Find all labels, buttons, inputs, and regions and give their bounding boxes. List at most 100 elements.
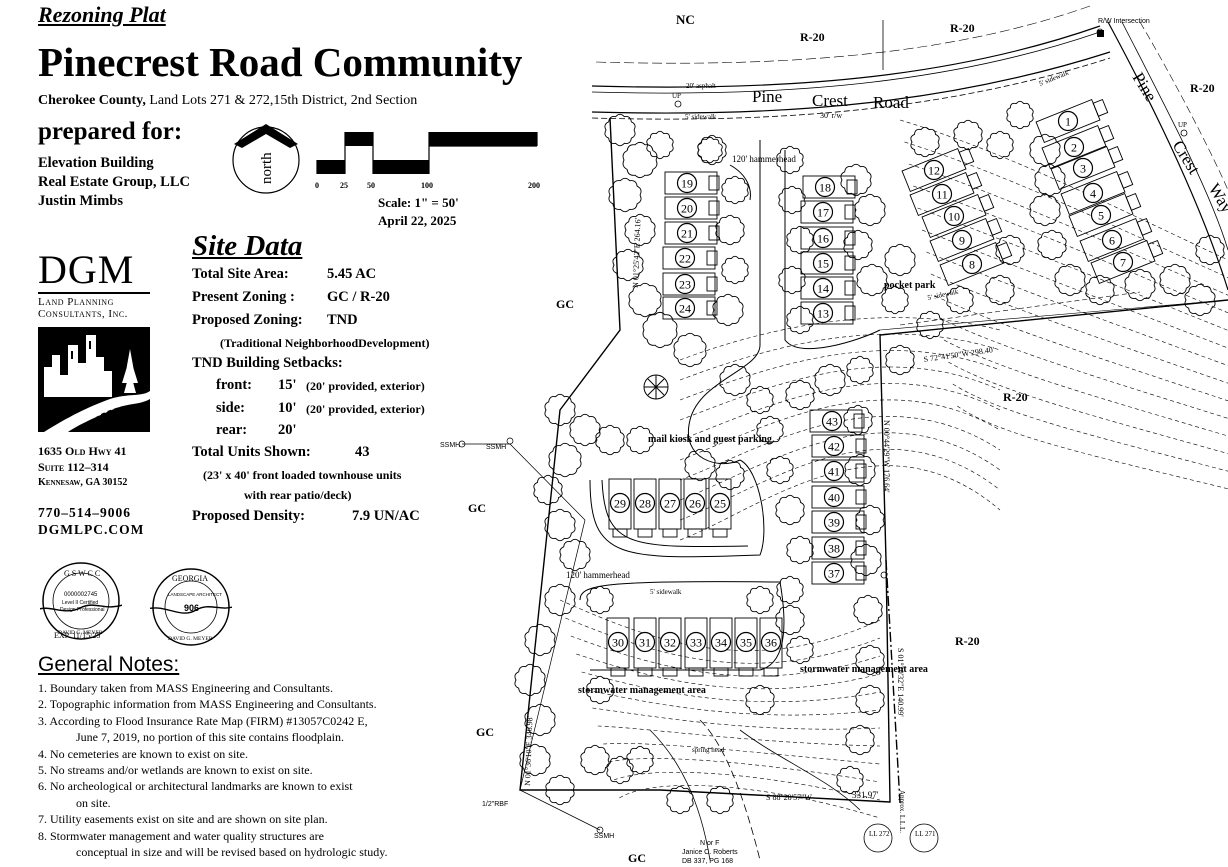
lot-marker-circle xyxy=(674,297,696,319)
tree-icon xyxy=(606,755,634,785)
patio xyxy=(844,230,856,246)
lot-marker-circle xyxy=(676,172,698,194)
contour-line xyxy=(904,141,1228,278)
seal-text: LANDSCAPE ARCHITECT xyxy=(168,592,222,597)
lot-number: 32 xyxy=(664,636,676,650)
tree-icon xyxy=(745,684,775,716)
patio xyxy=(844,280,856,296)
scale-bar-icon: 0 25 50 100 200 xyxy=(315,132,540,190)
zone-label-r20: R-20 xyxy=(1003,390,1028,404)
lot-marker-circle xyxy=(676,222,698,244)
townhouse-unit xyxy=(664,196,718,220)
tree-icon xyxy=(986,130,1014,160)
seal-expiration: EXP. 11/15/25 xyxy=(54,631,101,640)
patio xyxy=(996,241,1013,260)
adjacent-owner-label: DB 337, PG 168 xyxy=(682,858,733,865)
site-area-value: 5.45 AC xyxy=(327,266,377,282)
tree-icon xyxy=(953,119,983,151)
stream-lines xyxy=(649,719,861,861)
firm-initials: DGM xyxy=(38,247,135,292)
boundary-bearing: S 88°28'57"W xyxy=(766,793,812,802)
tree-icon xyxy=(612,248,644,282)
lot-number: 30 xyxy=(612,636,624,650)
contour-line xyxy=(619,785,881,819)
contour-line xyxy=(581,671,881,703)
tree-icon xyxy=(622,141,658,179)
tree-icon xyxy=(642,311,678,349)
address-line: Kennesaw, GA 30152 xyxy=(38,477,128,488)
lot-number: 8 xyxy=(969,258,975,272)
zone-label-r20: R-20 xyxy=(1190,81,1215,95)
tree-icon xyxy=(544,583,576,617)
firm-name: Land Planning Consultants, Inc. xyxy=(38,296,156,320)
lot-number: 12 xyxy=(928,164,940,178)
lot-marker-circle xyxy=(812,227,834,249)
land-lot-label: LL 272 xyxy=(869,830,890,838)
note-item: on site. xyxy=(76,795,111,810)
internal-street xyxy=(579,140,1228,671)
front-setback-note: (20' provided, exterior) xyxy=(306,379,425,393)
scale-text: Scale: 1" = 50' xyxy=(378,195,459,210)
tree-icon xyxy=(586,585,614,615)
pine-crest-road xyxy=(591,5,1111,120)
tree-icon xyxy=(1195,234,1225,266)
lot-number: 37 xyxy=(828,567,840,581)
seal-text: Design Professional xyxy=(60,607,104,613)
firm-phone: 770–514–9006 xyxy=(38,505,131,520)
patio xyxy=(1117,170,1134,189)
document-type: Rezoning Plat xyxy=(38,2,166,27)
lot-number: 2 xyxy=(1071,141,1077,155)
lot-marker-circle xyxy=(1101,229,1123,251)
contour-line xyxy=(948,361,1228,454)
tree-icon xyxy=(626,745,654,775)
patio xyxy=(958,147,975,166)
lot-marker-circle xyxy=(823,460,845,482)
tree-icon xyxy=(706,785,734,815)
tree-icon xyxy=(1054,263,1086,297)
tree-icon xyxy=(715,459,745,491)
tree-icon xyxy=(712,293,744,327)
general-notes-title: General Notes: xyxy=(38,653,180,676)
contour-line xyxy=(921,229,1228,349)
lot-number: 23 xyxy=(679,278,691,292)
townhouse-buildings xyxy=(606,98,1164,677)
boundary-bearing: N 01°36'10"E 346.98' xyxy=(523,715,534,786)
lot-marker-circle xyxy=(674,273,696,295)
tree-icon xyxy=(786,535,814,565)
lot-number: 1 xyxy=(1065,115,1071,129)
sidewalk-label: 5' sidewalk xyxy=(685,113,717,121)
townhouse-unit xyxy=(800,301,854,325)
tree-icon xyxy=(719,363,751,397)
tree-icon xyxy=(1085,274,1115,306)
boundary-distance: 331.97' xyxy=(852,790,879,800)
patio xyxy=(610,667,626,677)
patio xyxy=(708,225,720,241)
contour-line xyxy=(908,163,1228,296)
lot-number: 15 xyxy=(817,257,829,271)
tree-icon xyxy=(1029,193,1061,227)
lot-marker-circle xyxy=(814,176,836,198)
rw-intersection-label: R/W Intersection xyxy=(1098,18,1150,25)
lot-marker-circle xyxy=(1112,251,1134,273)
scale-tick: 25 xyxy=(340,181,348,190)
townhouse-unit xyxy=(811,561,865,585)
boundary-bearing: N 01°25'42"E 264.16' xyxy=(631,217,642,288)
ssmh-label: SSMH xyxy=(594,833,614,840)
tree-icon xyxy=(595,424,625,456)
patio xyxy=(1147,239,1164,258)
road-name-word: Way xyxy=(1205,180,1228,217)
lot-marker-circle xyxy=(1063,136,1085,158)
tree-icon xyxy=(524,623,556,657)
boundary-bearing: N 00°44'29"W 176.64' xyxy=(882,420,891,493)
firm-name-line: Land Planning xyxy=(38,296,114,308)
patio xyxy=(1098,124,1115,143)
present-zoning-label: Present Zoning : xyxy=(192,289,295,305)
patio xyxy=(662,667,678,677)
lot-number: 16 xyxy=(817,232,829,246)
note-item: 3. According to Flood Insurance Rate Map… xyxy=(38,713,368,728)
tree-icon xyxy=(776,575,804,605)
side-setback-label: side: xyxy=(216,400,245,416)
lot-marker-circle xyxy=(823,511,845,533)
townhouse-unit xyxy=(664,221,718,245)
setbacks-label: TND Building Setbacks: xyxy=(192,355,343,371)
